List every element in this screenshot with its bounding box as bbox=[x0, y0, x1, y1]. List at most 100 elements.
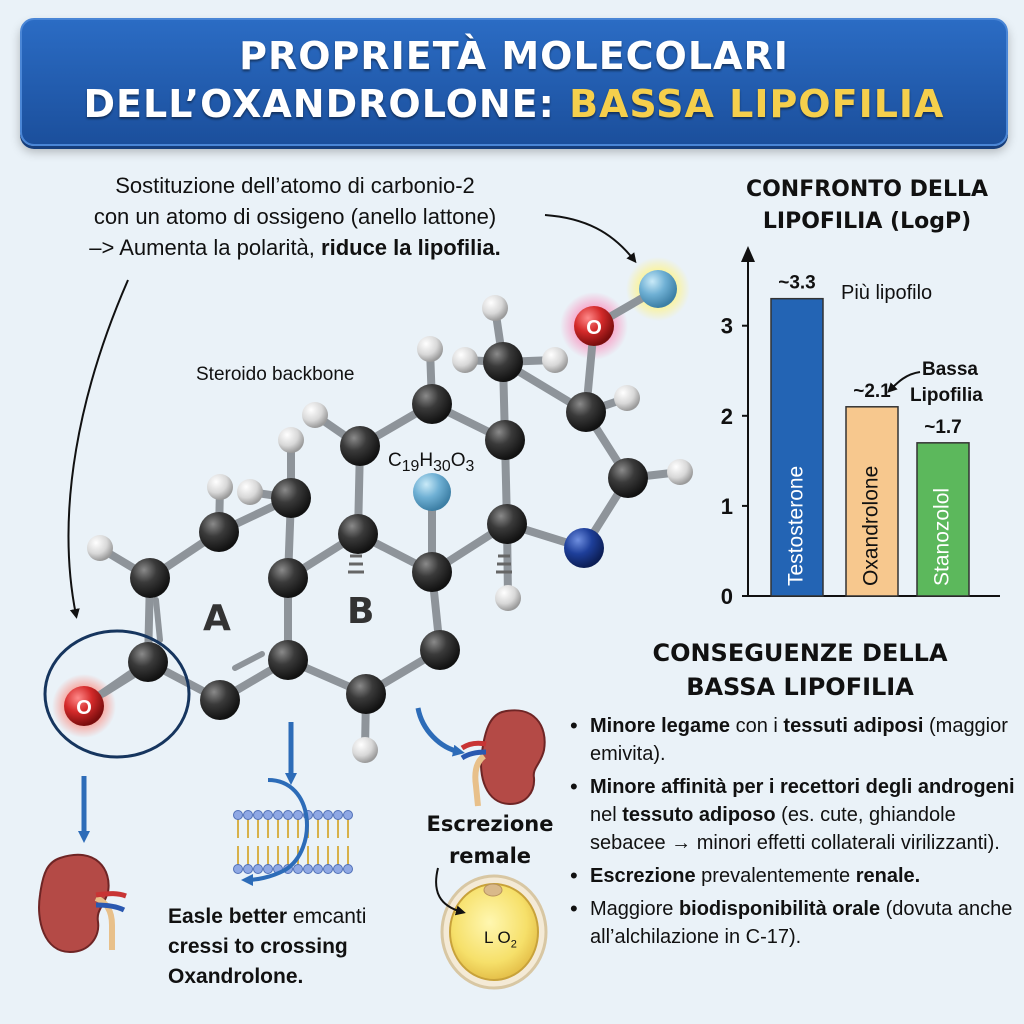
consequence-text: con i bbox=[730, 715, 784, 737]
atom-h11 bbox=[667, 459, 693, 485]
membrane-crossing-arrow bbox=[241, 778, 309, 886]
membrane-caption-line1: Easle better emcanti bbox=[168, 902, 428, 932]
chart-y-tick-label: 2 bbox=[721, 404, 733, 429]
chart-annotation-low-line1: Bassa bbox=[922, 359, 978, 380]
formula-c: C bbox=[388, 450, 402, 471]
fat-cell-arrow bbox=[435, 867, 466, 916]
consequence-text: tessuti adiposi bbox=[783, 715, 924, 737]
membrane-caption-line3: Oxandrolone. bbox=[168, 965, 304, 988]
atom-c17 bbox=[200, 680, 240, 720]
lipid-head bbox=[243, 864, 253, 874]
atom-c15 bbox=[346, 674, 386, 714]
chart-title-line2: LIPOFILIA (LogP) bbox=[762, 209, 972, 234]
chart-value-label: ~1.7 bbox=[924, 417, 962, 438]
atom-c4 bbox=[268, 558, 308, 598]
formula-o-sub: 3 bbox=[465, 457, 475, 475]
atom-c7 bbox=[412, 384, 452, 424]
annotation-arrow-to-carbonyl bbox=[67, 279, 129, 619]
blue-arrow-kidney bbox=[415, 707, 465, 757]
consequence-text: Maggiore bbox=[590, 898, 679, 920]
lipid-head bbox=[303, 864, 313, 874]
atom-h3 bbox=[237, 479, 263, 505]
atom-c10 bbox=[566, 392, 606, 432]
double-bonds bbox=[101, 597, 265, 697]
consequence-text: biodisponibilità orale bbox=[678, 898, 881, 920]
kidney-icon-left bbox=[38, 853, 127, 954]
lipid-head bbox=[323, 810, 333, 820]
lipid-head bbox=[313, 810, 323, 820]
annotation-line3-prefix: –> Aumenta la polarità, bbox=[89, 235, 322, 260]
lipid-head bbox=[293, 864, 303, 874]
atom-n1 bbox=[564, 528, 604, 568]
substitution-annotation: Sostituzione dell’atomo di carbonio-2 co… bbox=[30, 170, 560, 263]
molecular-formula: C19H30O3 bbox=[388, 450, 474, 476]
lipid-head bbox=[283, 810, 293, 820]
atom-h7 bbox=[452, 347, 478, 373]
atom-f1 bbox=[639, 270, 677, 308]
consequence-text: prevalentemente bbox=[695, 865, 856, 887]
lipid-head bbox=[273, 810, 283, 820]
fat-cell-icon bbox=[440, 874, 548, 990]
consequences-title-line1: CONSEGUENZE DELLA bbox=[652, 639, 948, 667]
lipid-head bbox=[233, 810, 243, 820]
consequences-title: CONSEGUENZE DELLA BASSA LIPOFILIA bbox=[630, 636, 970, 704]
atom-h12 bbox=[495, 585, 521, 611]
atom-h6 bbox=[417, 336, 443, 362]
consequence-text: Minore legame bbox=[590, 715, 731, 737]
formula-c-sub: 19 bbox=[401, 457, 420, 475]
page-title-line2: DELL’OXANDROLONE: BASSA LIPOFILIA bbox=[22, 82, 1006, 126]
oxygen-symbol-carbonyl: O bbox=[76, 697, 92, 719]
lipid-head bbox=[323, 864, 333, 874]
atom-h10 bbox=[614, 385, 640, 411]
membrane-caption-rest: emcanti bbox=[287, 905, 367, 928]
chart-bar-testosterone bbox=[770, 297, 824, 597]
chart-category-label: Testosterone bbox=[785, 466, 808, 586]
lipid-head bbox=[343, 810, 353, 820]
title-banner: PROPRIETÀ MOLECOLARI DELL’OXANDROLONE: B… bbox=[20, 18, 1008, 146]
atom-h8 bbox=[482, 295, 508, 321]
chart-y-tick-label: 0 bbox=[721, 584, 733, 609]
chart-value-label: ~2.1 bbox=[853, 381, 891, 402]
excretion-label-line1: Escrezione bbox=[426, 812, 554, 836]
consequence-text: nel bbox=[590, 804, 623, 826]
atom-c1 bbox=[130, 558, 170, 598]
excretion-label: Escrezione remale bbox=[415, 808, 565, 872]
atom-h2 bbox=[207, 474, 233, 500]
atom-c18 bbox=[128, 642, 168, 682]
ring-b-label: B bbox=[347, 591, 375, 632]
membrane-caption-line2: cressi to crossing bbox=[168, 935, 348, 958]
atom-c9 bbox=[483, 342, 523, 382]
atom-h5 bbox=[302, 402, 328, 428]
consequence-item: Maggiore biodisponibilità orale (dovuta … bbox=[568, 895, 1018, 951]
atom-c14 bbox=[420, 630, 460, 670]
consequence-text: tessuto adiposo bbox=[622, 804, 776, 826]
molecule-bonds bbox=[80, 285, 684, 754]
membrane-caption: Easle better emcanti cressi to crossing … bbox=[168, 902, 428, 992]
atom-h9 bbox=[542, 347, 568, 373]
lipid-head bbox=[233, 864, 243, 874]
fat-cell-label: L O2 bbox=[484, 928, 517, 950]
atom-h1 bbox=[87, 535, 113, 561]
annotation-line3: –> Aumenta la polarità, riduce la lipofi… bbox=[30, 232, 560, 263]
atom-c5 bbox=[338, 514, 378, 554]
atom-h4 bbox=[278, 427, 304, 453]
consequence-text: Minore affinità per i recettori degli an… bbox=[590, 776, 1015, 798]
chart-bar-oxandrolone bbox=[845, 406, 899, 597]
annotation-arrow-to-oxygen bbox=[544, 214, 637, 264]
chart-category-label: Oxandrolone bbox=[860, 466, 883, 586]
kidney-icon-right bbox=[460, 709, 546, 807]
molecule-atoms bbox=[64, 270, 693, 763]
lipid-head bbox=[333, 864, 343, 874]
atom-c6 bbox=[340, 426, 380, 466]
atom-h13 bbox=[352, 737, 378, 763]
chart-y-axis-arrow bbox=[741, 246, 755, 262]
consequences-title-line2: BASSA LIPOFILIA bbox=[686, 673, 914, 701]
carbonyl-highlight-ring bbox=[43, 629, 191, 759]
lipid-head bbox=[253, 864, 263, 874]
formula-o: O bbox=[450, 450, 466, 471]
consequence-item: Escrezione prevalentemente renale. bbox=[568, 862, 1018, 890]
atom-c3 bbox=[271, 478, 311, 518]
chart-value-label: ~3.3 bbox=[778, 273, 816, 294]
